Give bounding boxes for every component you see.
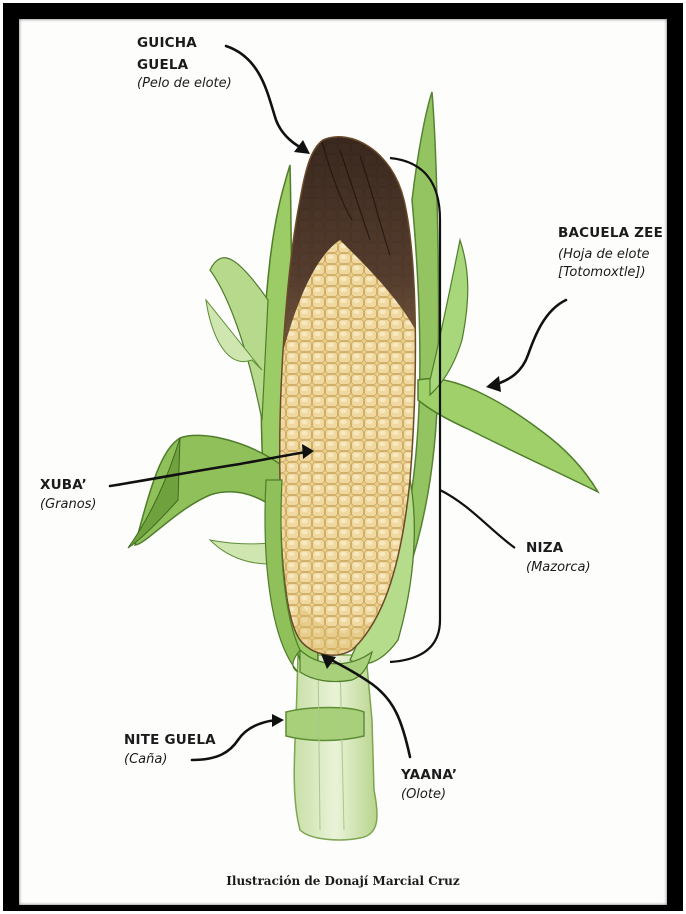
- label-silk-translation: (Pelo de elote): [137, 77, 232, 92]
- label-kernels: XUBA’ (Granos): [40, 478, 97, 512]
- arrowhead-stalk: [272, 714, 284, 727]
- label-silk-name-2: GUELA: [137, 58, 232, 74]
- label-husk-name: BACUELA ZEE: [558, 226, 663, 242]
- label-kernels-translation: (Granos): [40, 498, 97, 513]
- label-ear: NIZA (Mazorca): [526, 541, 591, 575]
- label-silk: GUICHA GUELA (Pelo de elote): [137, 36, 232, 92]
- arrowhead-silk: [294, 140, 310, 154]
- bracket-pointer: [440, 490, 515, 548]
- stalk: [286, 655, 377, 840]
- label-stalk-translation: (Caña): [124, 753, 216, 768]
- label-kernels-name: XUBA’: [40, 478, 97, 494]
- arrow-silk: [226, 46, 306, 150]
- label-stalk: NITE GUELA (Caña): [124, 733, 216, 767]
- arrow-husk: [494, 300, 566, 385]
- label-ear-name: NIZA: [526, 541, 591, 557]
- label-stalk-name: NITE GUELA: [124, 733, 216, 749]
- label-husk-translation-1: (Hoja de elote: [558, 248, 663, 263]
- label-husk: BACUELA ZEE (Hoja de elote [Totomoxtle]): [558, 226, 663, 281]
- label-ear-translation: (Mazorca): [526, 561, 591, 576]
- label-cob-name: YAANA’: [401, 768, 457, 784]
- illustration-credit: Ilustración de Donají Marcial Cruz: [0, 874, 686, 888]
- label-silk-name-1: GUICHA: [137, 36, 232, 52]
- arrowhead-husk: [486, 376, 501, 392]
- label-husk-translation-2: [Totomoxtle]): [558, 266, 663, 281]
- label-cob-translation: (Olote): [401, 788, 457, 803]
- label-cob: YAANA’ (Olote): [401, 768, 457, 802]
